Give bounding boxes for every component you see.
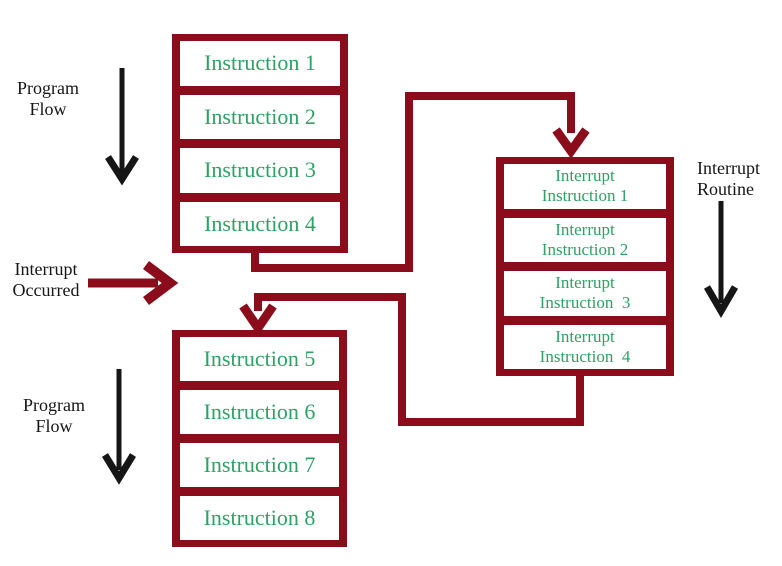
instruction-box-top: Instruction 1 Instruction 2 Instruction …: [172, 34, 348, 253]
interrupt-instruction-box: Interrupt Instruction 1 Interrupt Instru…: [496, 157, 674, 376]
interrupt-call-arrowhead-icon: [552, 127, 590, 159]
interrupt-return-path-line: [254, 293, 584, 426]
instruction-cell-6: Instruction 6: [180, 390, 339, 434]
interrupt-occurred-arrowhead-icon: [143, 261, 179, 305]
instruction-cell-1: Instruction 1: [180, 41, 340, 86]
interrupt-instruction-cell-2: Interrupt Instruction 2: [504, 217, 666, 262]
instruction-cell-3: Instruction 3: [180, 148, 340, 193]
instruction-cell-4: Instruction 4: [180, 201, 340, 246]
interrupt-instruction-cell-1: Interrupt Instruction 1: [504, 164, 666, 209]
program-flow-top-arrowhead-icon: [105, 155, 139, 186]
instruction-cell-2: Instruction 2: [180, 94, 340, 139]
program-flow-top-label: Program Flow: [17, 78, 79, 119]
interrupt-routine-label: Interrupt Routine: [697, 158, 760, 199]
instruction-cell-7: Instruction 7: [180, 443, 339, 487]
interrupt-instruction-cell-3: Interrupt Instruction 3: [504, 271, 666, 316]
interrupt-instruction-cell-4: Interrupt Instruction 4: [504, 324, 666, 369]
instruction-box-bottom: Instruction 5 Instruction 6 Instruction …: [172, 330, 347, 547]
interrupt-call-path-line: [251, 92, 575, 272]
program-flow-bottom-label: Program Flow: [23, 395, 85, 436]
program-flow-bottom-arrowhead-icon: [102, 453, 136, 485]
interrupt-return-arrowhead-icon: [239, 303, 277, 336]
interrupt-routine-arrowhead-icon: [703, 285, 739, 318]
instruction-cell-5: Instruction 5: [180, 337, 339, 381]
interrupt-occurred-label: Interrupt Occurred: [12, 259, 80, 300]
instruction-cell-8: Instruction 8: [180, 496, 339, 540]
